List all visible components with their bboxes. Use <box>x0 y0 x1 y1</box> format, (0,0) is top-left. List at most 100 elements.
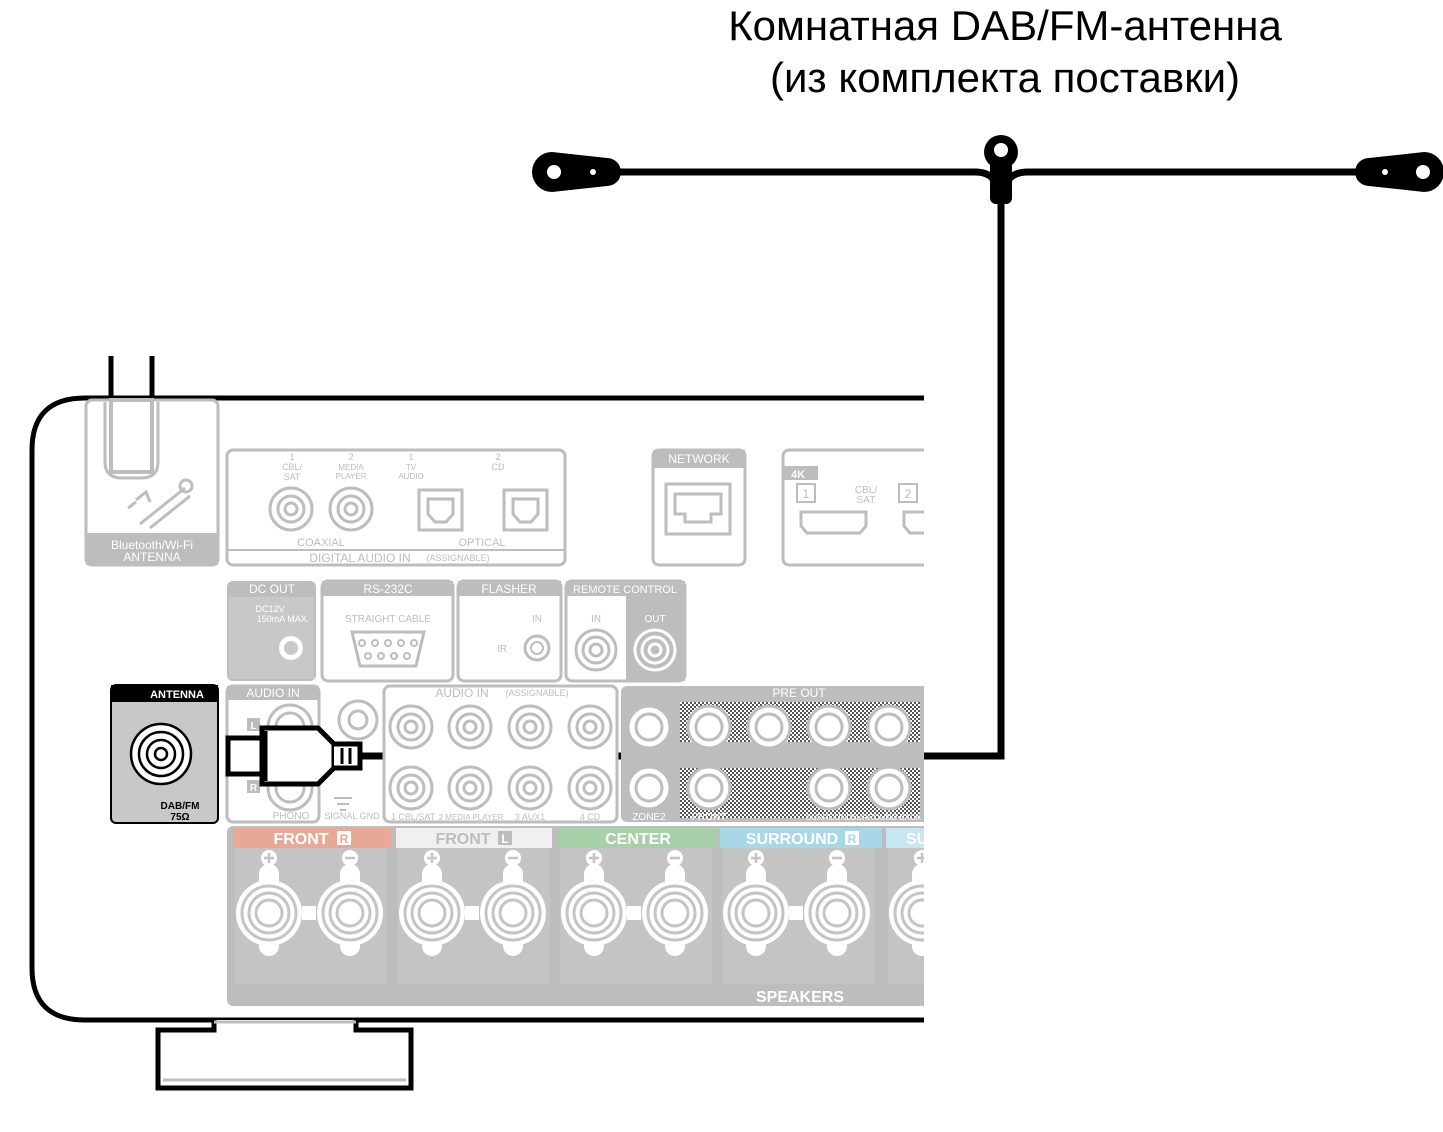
svg-text:3 AUX1: 3 AUX1 <box>515 812 546 822</box>
svg-text:R: R <box>250 783 258 794</box>
network-port-block: NETWORK <box>651 448 747 567</box>
svg-text:ZONE2: ZONE2 <box>632 812 666 823</box>
svg-text:4K: 4K <box>791 469 805 481</box>
dc-out-block: DC OUT DC12V 150mA MAX. <box>227 581 316 681</box>
svg-text:NETWORK: NETWORK <box>668 452 729 466</box>
hdmi-block: 4K 1 CBL/ SAT 2 <box>781 448 924 567</box>
audio-in-assignable-block: AUDIO IN (ASSIGNABLE) 1 CBL/SAT 2 MEDIA … <box>382 684 619 824</box>
svg-text:RS-232C: RS-232C <box>363 582 413 596</box>
svg-text:2: 2 <box>348 452 353 462</box>
optical-ports <box>417 488 549 532</box>
svg-text:2: 2 <box>905 487 912 501</box>
panel-foot <box>155 1020 414 1091</box>
svg-text:STRAIGHT CABLE: STRAIGHT CABLE <box>345 614 431 625</box>
svg-text:AUDIO IN: AUDIO IN <box>435 686 488 700</box>
svg-text:L: L <box>250 721 256 732</box>
svg-text:FRONT: FRONT <box>692 812 726 823</box>
pre-out-jacks <box>626 704 912 811</box>
speaker-surround-r-name: SURROUND <box>746 831 838 848</box>
bt-antenna-label-2: ANTENNA <box>123 550 180 564</box>
svg-text:SAT: SAT <box>857 495 876 506</box>
svg-text:AUDIO IN: AUDIO IN <box>246 686 299 700</box>
svg-text:(ASSIGNABLE): (ASSIGNABLE) <box>426 553 489 563</box>
speaker-header-su <box>886 828 924 848</box>
speaker-terminal-minus <box>804 850 870 956</box>
speaker-terminal-minus <box>642 850 708 956</box>
speaker-terminal-plus <box>236 850 302 956</box>
svg-text:IN: IN <box>591 614 601 625</box>
svg-text:R: R <box>848 832 857 846</box>
svg-text:TV: TV <box>406 463 417 472</box>
speakers-label: SPEAKERS <box>756 989 844 1006</box>
svg-text:1: 1 <box>408 452 413 462</box>
svg-text:DIGITAL AUDIO IN: DIGITAL AUDIO IN <box>309 551 410 565</box>
svg-text:PLAYER: PLAYER <box>336 472 367 481</box>
pre-out-block: PRE OUT ZONE2 FRONT SURROUND SURROUND BA… <box>621 686 924 823</box>
antenna-title-line2: (из комплекта поставки) <box>769 54 1241 101</box>
svg-text:1: 1 <box>289 452 294 462</box>
svg-text:PRE OUT: PRE OUT <box>772 686 826 700</box>
speaker-terminal-plus <box>561 850 627 956</box>
antenna-left-tip <box>532 152 621 192</box>
svg-text:PHONO: PHONO <box>273 811 310 822</box>
antenna-center-hub <box>984 135 1018 204</box>
antenna-jack-impedance: 75Ω <box>170 812 189 823</box>
speakers-block: FRONT R FRONT L CENTER SURROUND R SU SPE… <box>227 826 928 1006</box>
speaker-header-surround-r <box>720 828 882 848</box>
speaker-terminal-minus <box>317 850 383 956</box>
svg-text:L: L <box>501 832 508 846</box>
rs232c-block: RS-232C STRAIGHT CABLE <box>320 579 455 683</box>
svg-text:DC12V: DC12V <box>255 604 284 614</box>
svg-text:(ASSIGNABLE): (ASSIGNABLE) <box>505 688 568 698</box>
antenna-jack-label: ANTENNA <box>150 689 204 701</box>
svg-text:MEDIA: MEDIA <box>338 463 364 472</box>
svg-text:2: 2 <box>495 452 500 462</box>
antenna-jack-block: ANTENNA DAB/FM 75Ω <box>110 684 219 824</box>
speaker-terminals <box>235 848 924 984</box>
svg-text:150mA MAX.: 150mA MAX. <box>257 614 310 624</box>
speaker-front-l-name: FRONT <box>435 831 490 848</box>
antenna-icon <box>127 478 194 530</box>
bt-wifi-antenna-block: Bluetooth/Wi-Fi ANTENNA <box>84 398 220 567</box>
svg-text:FLASHER: FLASHER <box>481 582 537 596</box>
speaker-header-center <box>558 828 718 848</box>
digital-audio-in-block: 1 CBL/ SAT 2 MEDIA PLAYER 1 TV AUDIO 2 C… <box>225 448 567 567</box>
remote-control-block: REMOTE CONTROL IN OUT <box>564 579 687 683</box>
svg-text:IN: IN <box>532 614 542 625</box>
svg-text:CBL/: CBL/ <box>282 462 303 472</box>
speaker-su-name: SU <box>906 831 928 848</box>
speaker-terminal-plus <box>889 850 924 956</box>
flasher-block: FLASHER IN IR <box>456 579 563 683</box>
svg-text:DC OUT: DC OUT <box>249 582 296 596</box>
antenna-plug <box>225 725 363 787</box>
svg-text:SIGNAL GND: SIGNAL GND <box>324 811 380 821</box>
antenna-jack-type: DAB/FM <box>161 801 200 812</box>
speaker-header-front-l <box>396 828 552 848</box>
svg-text:IR: IR <box>497 644 507 655</box>
svg-text:1 CBL/SAT: 1 CBL/SAT <box>391 812 436 822</box>
svg-text:COAXIAL: COAXIAL <box>297 537 345 549</box>
svg-text:AUDIO: AUDIO <box>398 472 423 481</box>
audio-in-jacks <box>388 704 613 811</box>
speaker-center-name: CENTER <box>605 831 671 848</box>
bt-antenna-label-1: Bluetooth/Wi-Fi <box>111 538 193 552</box>
antenna-right-tip <box>1355 152 1443 192</box>
dab-fm-antenna <box>360 135 1443 760</box>
svg-text:SAT: SAT <box>284 472 301 482</box>
speaker-terminal-plus <box>723 850 789 956</box>
antenna-jack <box>129 722 193 786</box>
svg-text:REMOTE CONTROL: REMOTE CONTROL <box>573 584 677 596</box>
svg-text:CBL/: CBL/ <box>855 485 877 496</box>
svg-text:SURROUND: SURROUND <box>806 813 852 822</box>
svg-text:4 CD: 4 CD <box>580 812 601 822</box>
svg-text:CD: CD <box>492 462 505 472</box>
svg-text:2 MEDIA PLAYER: 2 MEDIA PLAYER <box>439 813 504 822</box>
coaxial-ports <box>268 486 374 532</box>
speaker-header-front-r <box>233 828 391 848</box>
svg-text:OPTICAL: OPTICAL <box>458 537 505 549</box>
signal-gnd-terminal: SIGNAL GND <box>324 699 380 821</box>
antenna-title-line1: Комнатная DAB/FM-антенна <box>728 2 1282 49</box>
panel-outline <box>29 395 924 1023</box>
